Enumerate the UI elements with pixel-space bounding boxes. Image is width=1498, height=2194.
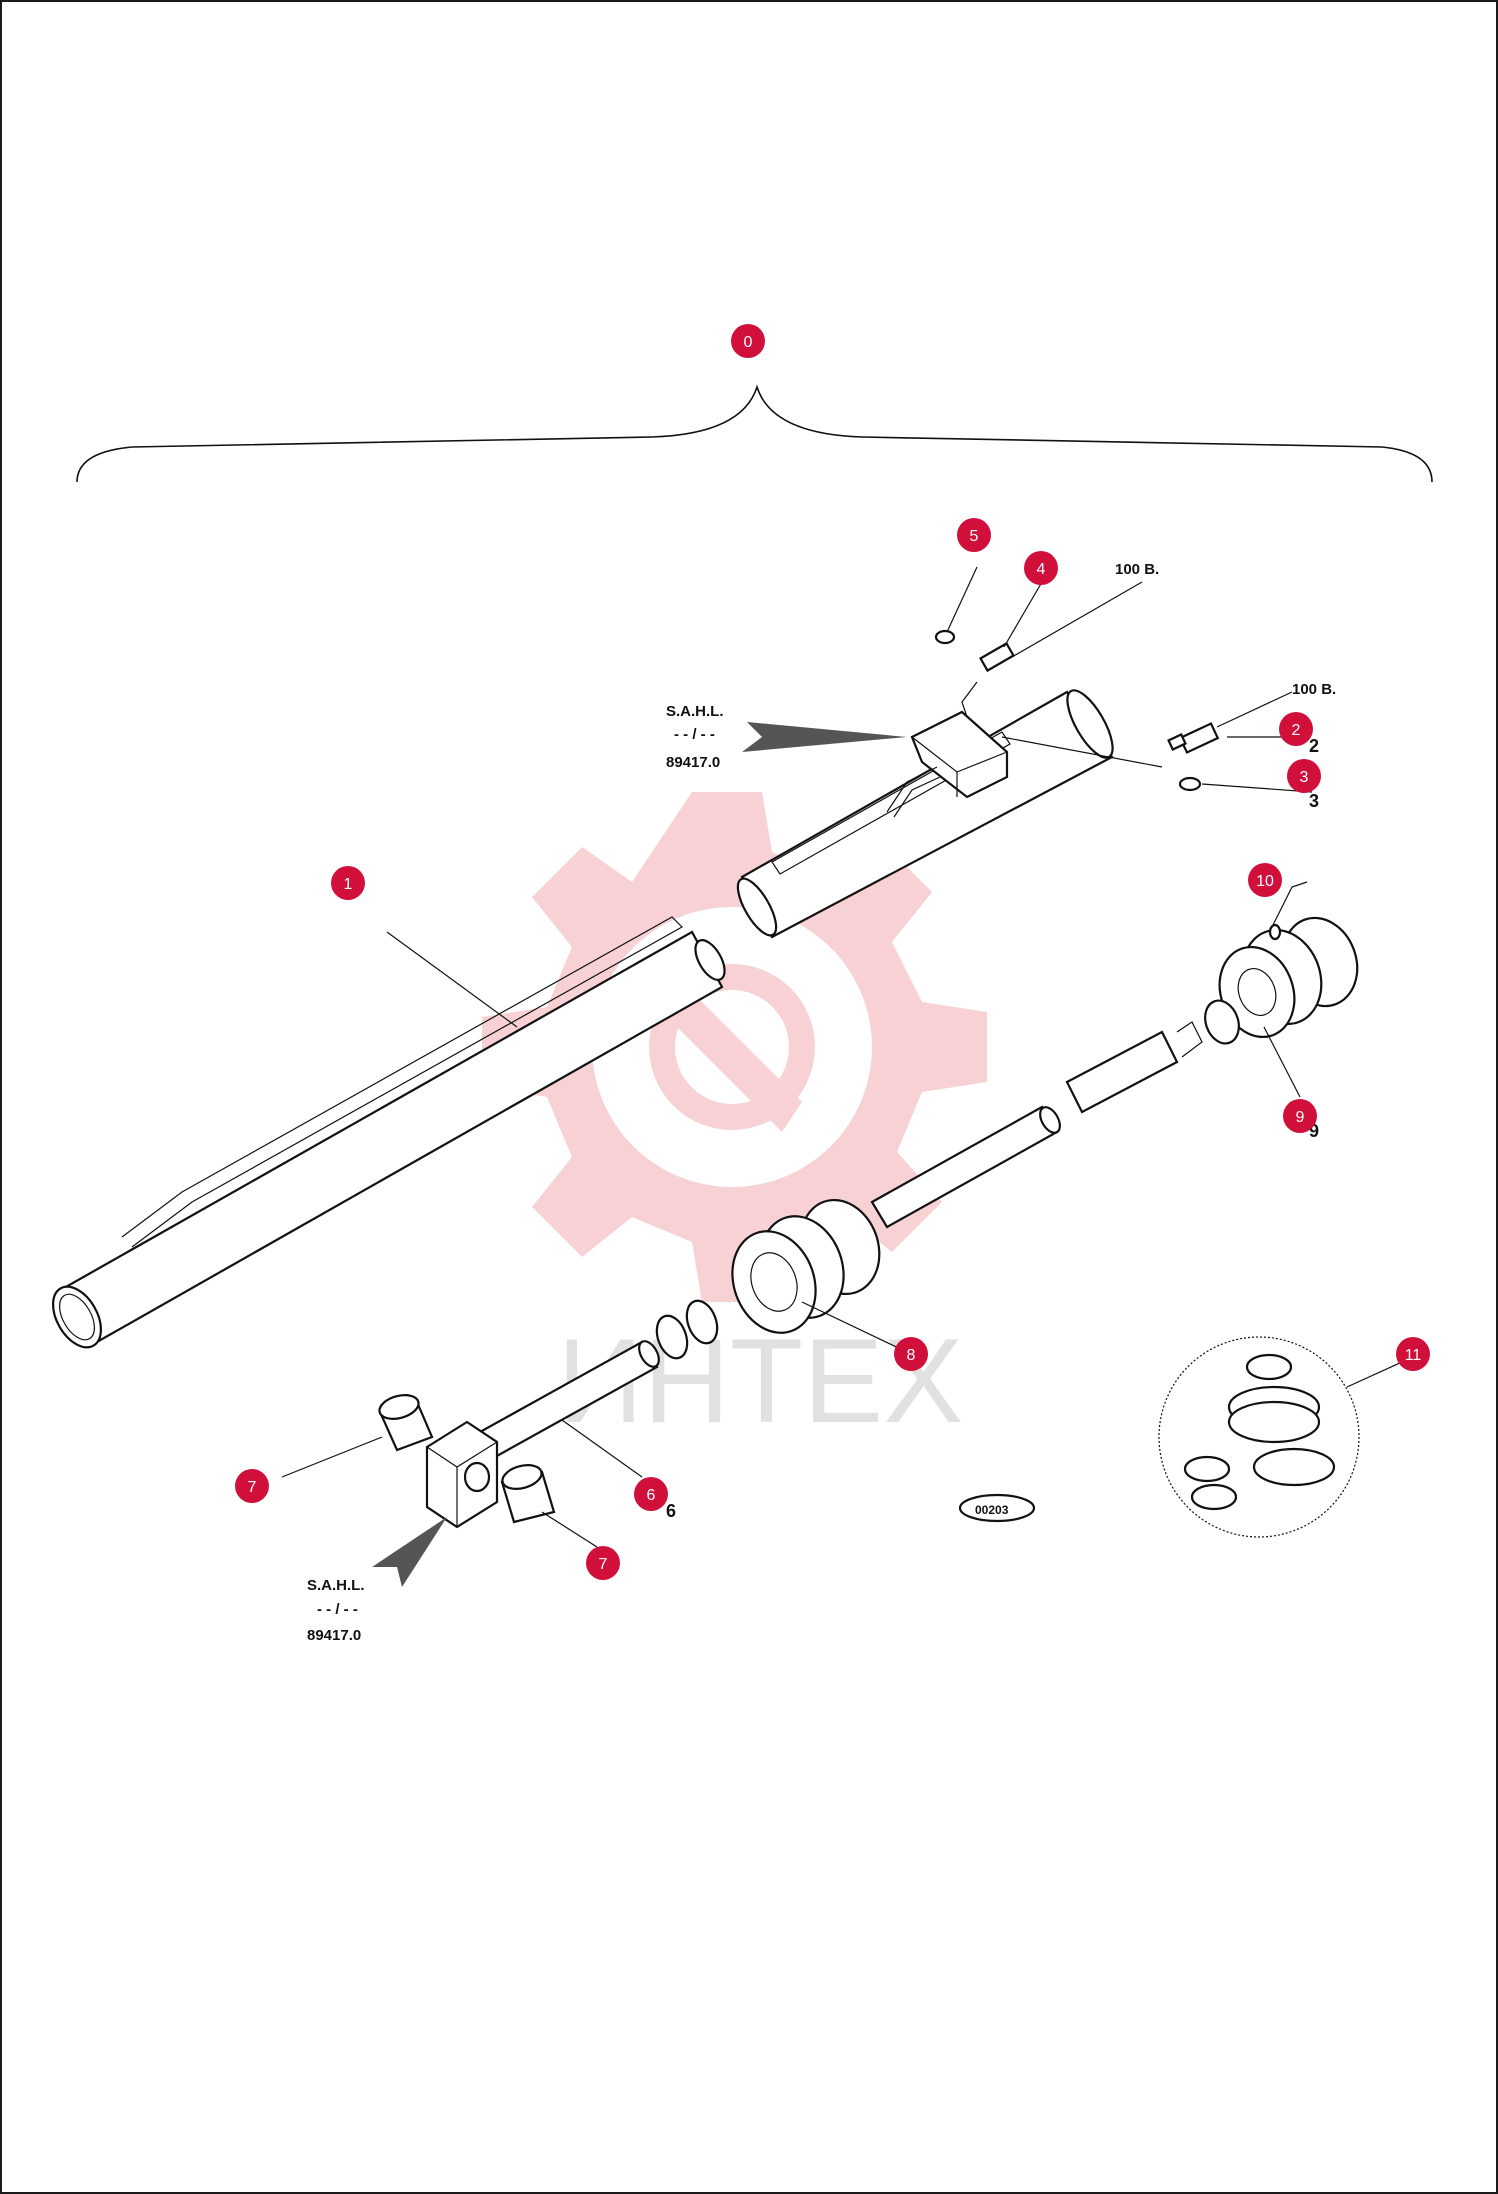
- pressure-label-part-4: 100 B.: [1115, 561, 1159, 578]
- svg-text:10: 10: [1256, 873, 1274, 890]
- cylinder-barrel: [51, 916, 726, 1349]
- sahl-label-top: S.A.H.L.: [666, 703, 724, 720]
- callout-badge-2[interactable]: 2: [1279, 712, 1313, 746]
- callout-badge-6[interactable]: 6: [634, 1477, 668, 1511]
- rod-middle: [870, 1021, 1203, 1229]
- gland-part-9: [1204, 916, 1359, 1045]
- assembly-brace: [76, 384, 1433, 483]
- svg-text:3: 3: [1300, 769, 1309, 786]
- callout-badge-8[interactable]: 8: [894, 1337, 928, 1371]
- fitting-part-2: [1167, 722, 1220, 754]
- svg-text:0: 0: [744, 334, 753, 351]
- sahl-label-bottom: S.A.H.L.: [307, 1577, 365, 1594]
- washer-part-5: [934, 629, 956, 645]
- pressure-label-part-2: 100 B.: [1292, 681, 1336, 698]
- sahl-pointer-bottom: [372, 1517, 447, 1587]
- svg-text:1: 1: [344, 876, 353, 893]
- washer-part-3: [1178, 776, 1202, 792]
- callout-badge-10[interactable]: 10: [1248, 863, 1282, 897]
- upper-tube: [736, 689, 1114, 939]
- callout-badge-7-right[interactable]: 7: [586, 1546, 620, 1580]
- bushing-part-7-left: [378, 1394, 434, 1452]
- callout-badge-5[interactable]: 5: [957, 518, 991, 552]
- part-number-2: 2: [1309, 736, 1319, 756]
- part-number-6: 6: [666, 1501, 676, 1521]
- svg-text:5: 5: [970, 528, 979, 545]
- code-label-bottom: 89417.0: [307, 1627, 361, 1644]
- part-number-3: 3: [1309, 791, 1319, 811]
- part-number-9: 9: [1309, 1121, 1319, 1141]
- seal-kit-part-11: [1158, 1336, 1360, 1538]
- callout-badge-7-left[interactable]: 7: [235, 1469, 269, 1503]
- callout-badge-0[interactable]: 0: [731, 324, 765, 358]
- svg-text:9: 9: [1296, 1109, 1305, 1126]
- fitting-part-4: [979, 641, 1015, 673]
- callout-badge-9[interactable]: 9: [1283, 1099, 1317, 1133]
- code-label-top: 89417.0: [666, 754, 720, 771]
- svg-text:11: 11: [1405, 1347, 1422, 1364]
- diagram-number: 00203: [975, 1503, 1009, 1517]
- piston-part-8: [655, 1198, 881, 1360]
- diagram-number-oval: [958, 1493, 1036, 1523]
- callout-badge-1[interactable]: 1: [331, 866, 365, 900]
- bushing-part-7-right: [500, 1464, 556, 1524]
- callout-badge-3[interactable]: 3: [1287, 759, 1321, 793]
- piston-rod-part-6: [425, 1340, 660, 1529]
- sahl-pointer-top: [742, 722, 907, 752]
- separator-label-top: - - / - -: [674, 726, 715, 743]
- svg-text:2: 2: [1292, 722, 1301, 739]
- svg-text:7: 7: [248, 1479, 257, 1496]
- callout-badge-11[interactable]: 11: [1396, 1337, 1430, 1371]
- svg-text:7: 7: [599, 1556, 608, 1573]
- svg-text:6: 6: [647, 1487, 656, 1504]
- separator-label-bottom: - - / - -: [317, 1601, 358, 1618]
- svg-text:4: 4: [1037, 561, 1046, 578]
- callout-badge-4[interactable]: 4: [1024, 551, 1058, 585]
- svg-text:8: 8: [907, 1347, 916, 1364]
